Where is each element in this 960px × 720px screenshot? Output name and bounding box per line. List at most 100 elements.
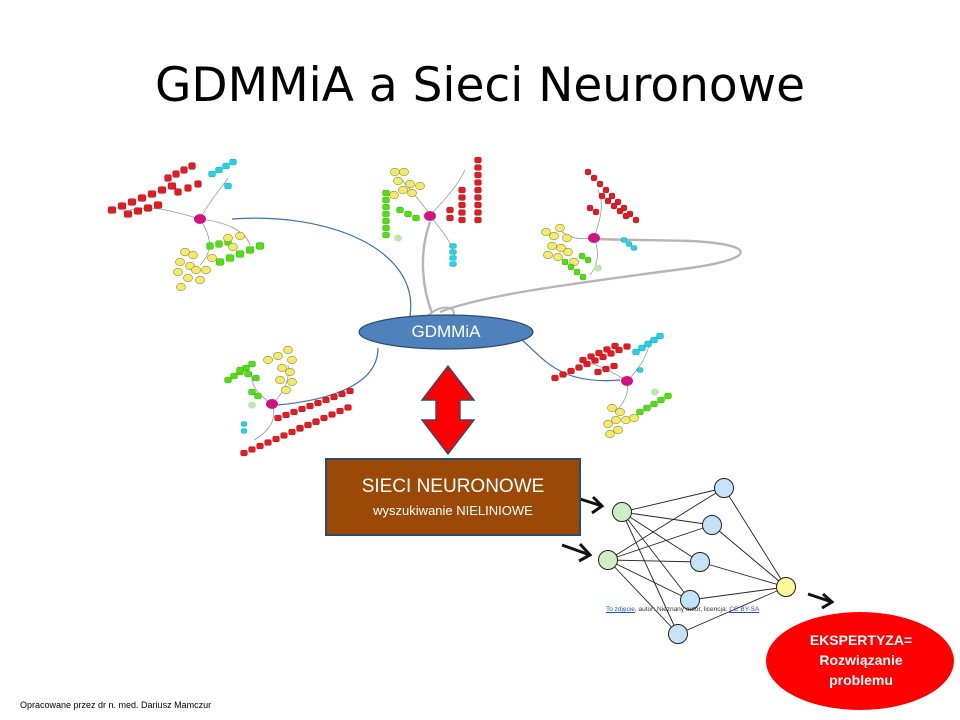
- molecule-red-block: [590, 174, 598, 182]
- molecule-red-block: [458, 201, 466, 209]
- molecule-green-block: [382, 189, 390, 197]
- molecule-green-block: [651, 388, 659, 396]
- molecule-cyan-block: [449, 243, 457, 249]
- molecule-red-block: [274, 414, 282, 422]
- molecule-cyan-block: [656, 332, 664, 340]
- molecule-red-block: [184, 184, 192, 192]
- hidden-neuron: [702, 515, 722, 535]
- arrow-output-icon: [807, 592, 835, 610]
- network-edge: [621, 487, 725, 513]
- molecule-hub: [621, 376, 633, 386]
- molecule-green-block: [248, 360, 256, 368]
- molecule-green-block: [382, 224, 390, 232]
- molecule-green-block: [382, 231, 390, 239]
- molecule-yellow-blob: [556, 243, 566, 253]
- molecule-red-block: [595, 349, 603, 357]
- molecule-yellow-blob: [389, 190, 399, 200]
- input-neuron: [612, 502, 632, 522]
- molecule-red-block: [592, 208, 600, 216]
- license-link[interactable]: CC BY-SA: [729, 606, 760, 613]
- molecule-red-block: [194, 180, 202, 188]
- molecule-yellow-blob: [562, 233, 572, 243]
- expert-line-2: Rozwiązanie: [819, 652, 903, 668]
- connector-top-left: [231, 217, 412, 317]
- molecule-cluster: [224, 345, 354, 457]
- molecule-red-block: [598, 192, 606, 200]
- input-arrows: [561, 495, 835, 610]
- molecule-red-block: [474, 216, 482, 224]
- molecule-red-block: [596, 180, 604, 188]
- molecule-red-block: [314, 399, 322, 407]
- molecule-cyan-block: [222, 162, 230, 170]
- molecule-red-block: [338, 390, 346, 398]
- molecule-cyan-block: [240, 421, 248, 427]
- image-credit-link[interactable]: To zdjęcie: [606, 606, 635, 613]
- molecule-yellow-blob: [173, 267, 183, 277]
- molecule-yellow-blob: [183, 273, 193, 283]
- molecule-red-block: [256, 442, 264, 450]
- molecule-green-block: [245, 246, 255, 254]
- double-arrow-icon: [420, 364, 476, 456]
- network-edge: [689, 586, 787, 601]
- network-edge: [621, 511, 713, 526]
- molecule-yellow-blob: [195, 275, 205, 285]
- molecule-green-block: [561, 258, 569, 266]
- expert-bubble-shape: [766, 612, 954, 710]
- molecule-link: [199, 218, 251, 246]
- molecule-green-block: [573, 268, 581, 276]
- molecule-yellow-blob: [405, 179, 415, 189]
- molecule-red-block: [312, 418, 320, 426]
- hidden-neuron: [680, 590, 700, 610]
- molecule-red-block: [611, 342, 619, 350]
- network-edge: [607, 559, 691, 601]
- molecule-green-block: [255, 242, 265, 250]
- molecule-red-block: [632, 216, 640, 224]
- molecule-green-block: [650, 400, 658, 408]
- molecule-green-block: [657, 396, 665, 404]
- molecule-yellow-blob: [611, 415, 621, 425]
- molecule-red-block: [458, 186, 466, 194]
- molecule-cyan-block: [630, 245, 638, 251]
- network-edge: [607, 559, 701, 563]
- molecule-red-block: [272, 435, 280, 443]
- molecule-yellow-blob: [175, 257, 185, 267]
- molecule-cyan-block: [625, 241, 633, 247]
- molecule-green-block: [225, 254, 235, 262]
- molecule-yellow-blob: [547, 241, 557, 251]
- molecule-yellow-blob: [176, 282, 186, 292]
- molecule-red-block: [474, 194, 482, 201]
- network-edge: [607, 487, 725, 561]
- molecule-yellow-blob: [273, 351, 283, 361]
- neural-network-nodes: [598, 478, 796, 644]
- molecule-green-block: [394, 234, 402, 242]
- expert-line-1: EKSPERTYZA=: [809, 632, 913, 648]
- molecule-green-block: [244, 370, 252, 378]
- molecule-red-block: [474, 171, 482, 179]
- molecule-yellow-blob: [555, 223, 565, 233]
- molecule-red-block: [474, 209, 482, 216]
- network-edge: [699, 561, 787, 588]
- molecule-red-block: [288, 428, 296, 436]
- molecule-red-block: [290, 408, 298, 416]
- molecule-cyan-block: [224, 182, 232, 190]
- molecule-red-block: [623, 343, 631, 350]
- arrow-input-1-icon: [576, 495, 605, 515]
- molecule-red-block: [608, 192, 616, 200]
- molecule-red-block: [117, 202, 127, 210]
- network-edge: [621, 511, 691, 601]
- connector-top-center: [421, 221, 434, 314]
- molecule-hub: [194, 214, 206, 224]
- molecule-red-block: [344, 404, 352, 411]
- molecule-cyan-block: [208, 170, 216, 178]
- image-credit: To zdjęcie, autor: Nieznany autor, licen…: [606, 606, 759, 613]
- molecule-hub: [266, 399, 278, 409]
- molecule-red-block: [602, 365, 610, 373]
- molecule-cyan-block: [449, 261, 457, 267]
- molecule-cyan-block: [632, 348, 640, 356]
- molecule-green-block: [579, 273, 587, 281]
- molecule-yellow-blob: [235, 231, 245, 241]
- neural-network-edges: [607, 487, 787, 635]
- molecule-cyan-block: [215, 166, 223, 174]
- molecule-red-block: [133, 207, 143, 215]
- molecule-green-block: [594, 264, 602, 272]
